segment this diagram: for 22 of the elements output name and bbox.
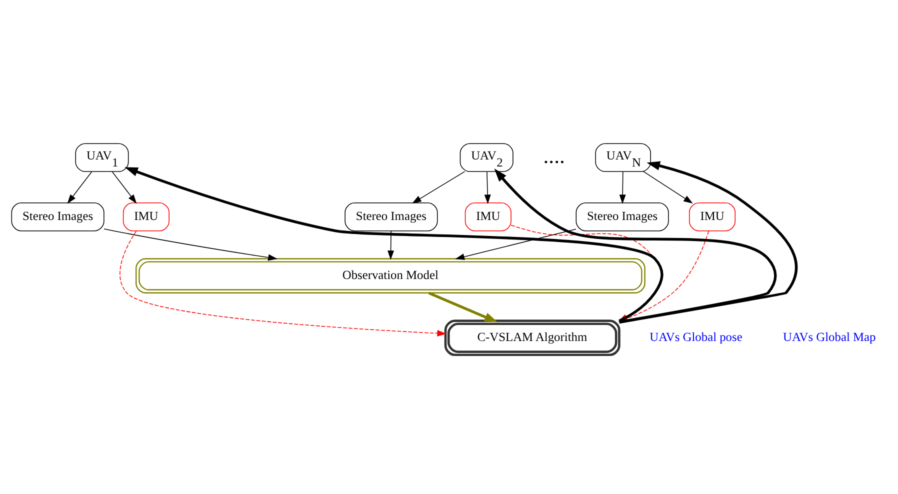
- node-box: Observation Model: [136, 258, 646, 293]
- arrow: [619, 170, 626, 204]
- arrow: [643, 170, 693, 204]
- arrow: [112, 170, 137, 204]
- arrow: [388, 230, 394, 260]
- arrow: [455, 228, 576, 260]
- node-box: IMU: [464, 202, 512, 231]
- node-box: IMU: [689, 202, 736, 231]
- node-box: IMU: [122, 202, 170, 231]
- arrow: [428, 291, 498, 322]
- label: UAVs Global pose: [650, 329, 742, 344]
- arrow: [120, 230, 447, 336]
- label: ....: [543, 143, 565, 168]
- label: UAVs Global Map: [783, 329, 876, 344]
- node-box: C-VSLAM Algorithm: [444, 319, 620, 356]
- node-box: Stereo Images: [576, 202, 669, 231]
- arrow: [412, 170, 466, 204]
- node-box: Stereo Images: [344, 202, 438, 231]
- arrow: [484, 170, 491, 204]
- node-box: Stereo Images: [11, 202, 104, 231]
- arrow: [67, 170, 92, 204]
- arrow: [104, 228, 278, 260]
